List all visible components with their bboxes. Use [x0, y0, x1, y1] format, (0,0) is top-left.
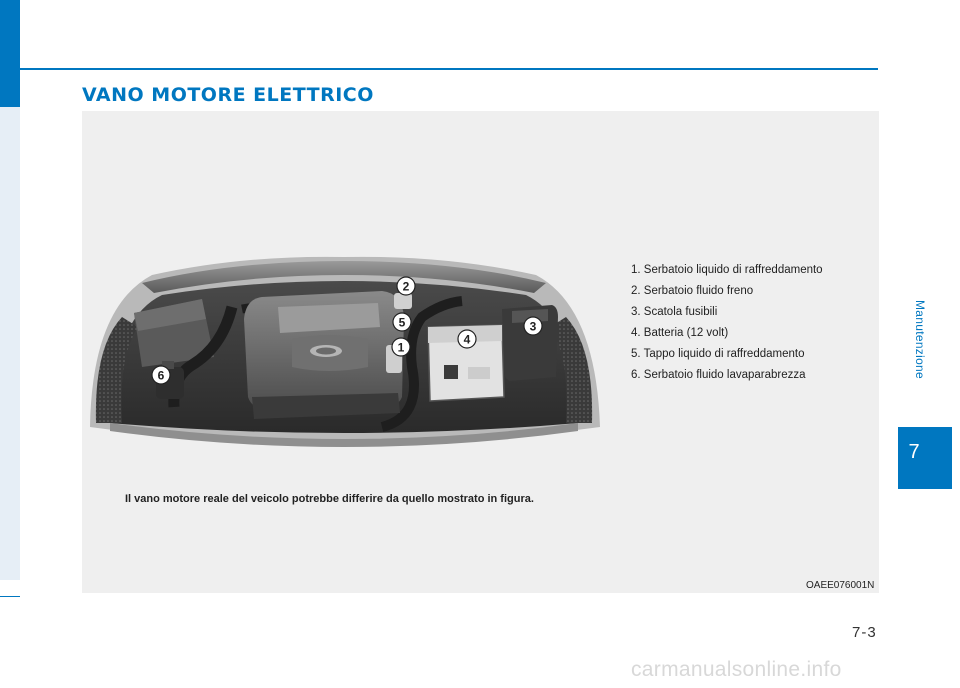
chapter-number: 7: [908, 441, 920, 463]
figure-code: OAEE076001N: [806, 580, 875, 591]
parts-list-item: 1. Serbatoio liquido di raffreddamento: [631, 264, 823, 276]
parts-list-item: 4. Batteria (12 volt): [631, 327, 729, 339]
parts-list: 1. Serbatoio liquido di raffreddamento 2…: [631, 262, 823, 388]
parts-list-item: 5. Tappo liquido di raffreddamento: [631, 348, 805, 360]
parts-list-item: 6. Serbatoio fluido lavaparabrezza: [631, 369, 806, 381]
header-rule: [20, 68, 878, 70]
parts-list-item: 2. Serbatoio fluido freno: [631, 285, 754, 297]
chapter-tab: 7: [898, 427, 952, 489]
figure-note: Il vano motore reale del veicolo potrebb…: [125, 493, 534, 505]
engine-bay-illustration: [82, 247, 606, 455]
watermark: carmanualsonline.info: [631, 658, 842, 681]
left-accent-tab: [0, 0, 20, 107]
left-margin-rule: [0, 596, 20, 597]
section-side-label: Manutenzione: [913, 300, 927, 379]
left-margin-strip: [0, 0, 20, 580]
section-title: VANO MOTORE ELETTRICO: [82, 84, 374, 106]
page-number: 7-3: [852, 624, 877, 641]
parts-list-item: 3. Scatola fusibili: [631, 306, 718, 318]
